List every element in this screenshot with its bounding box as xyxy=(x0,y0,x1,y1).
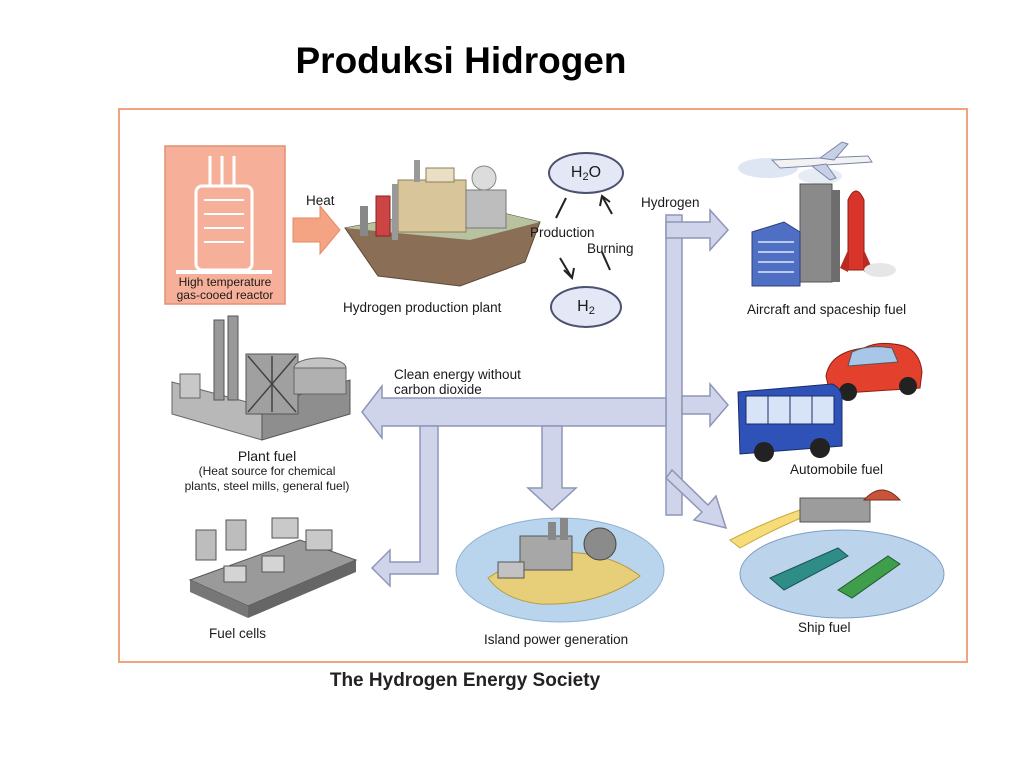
aircraft-label: Aircraft and spaceship fuel xyxy=(747,302,907,317)
production-label: Production xyxy=(530,225,595,240)
ship-label: Ship fuel xyxy=(798,620,851,635)
reactor-label: High temperature gas-cooed reactor xyxy=(166,276,284,302)
cycle-arrows xyxy=(555,194,613,281)
reactor-label-line2: gas-cooed reactor xyxy=(176,288,274,302)
burning-label: Burning xyxy=(587,241,634,256)
plantfuel-desc1: (Heat source for chemical xyxy=(198,464,336,478)
island-illustration xyxy=(455,517,665,623)
arrow-to-island xyxy=(526,425,578,512)
island-label: Island power generation xyxy=(484,632,629,647)
clean-energy-line2: carbon dioxide xyxy=(394,382,482,397)
arrow-to-aircraft xyxy=(665,208,730,252)
flow-arrows xyxy=(361,208,730,588)
plantfuel-label-block: Plant fuel (Heat source for chemical pla… xyxy=(160,449,374,494)
plant-label: Hydrogen production plant xyxy=(343,300,502,315)
clean-energy-label: Clean energy without carbon dioxide xyxy=(394,367,521,397)
hydrogen-label: Hydrogen xyxy=(641,195,700,210)
h2o-sub: 2 xyxy=(582,171,589,183)
hydrogen-trunk xyxy=(665,214,683,516)
h2-sub: 2 xyxy=(588,305,595,317)
factory-illustration xyxy=(171,315,351,441)
plantfuel-desc2: plants, steel mills, general fuel) xyxy=(184,479,350,493)
page-title: Produksi Hidrogen xyxy=(295,40,627,81)
clean-energy-line1: Clean energy without xyxy=(394,367,521,382)
fuelcells-illustration xyxy=(188,517,358,618)
reactor-label-line1: High temperature xyxy=(178,275,272,289)
heat-arrow xyxy=(292,204,341,256)
arrow-to-plant-fuel xyxy=(361,383,667,441)
ship-illustration xyxy=(729,489,945,619)
arrow-to-automobile xyxy=(681,381,729,429)
h2o-tail: O xyxy=(588,164,602,181)
production-plant-illustration xyxy=(344,160,541,287)
aircraft-spaceship-illustration xyxy=(738,141,896,287)
h2o-main: H xyxy=(570,164,583,181)
diagram-caption: The Hydrogen Energy Society xyxy=(329,670,601,691)
reactor-illustration xyxy=(164,145,286,305)
h2-main: H xyxy=(577,298,589,315)
vehicles-illustration xyxy=(737,342,923,462)
arrow-to-fuel-cells xyxy=(370,425,439,588)
plantfuel-label: Plant fuel xyxy=(237,448,297,464)
heat-label: Heat xyxy=(306,193,335,208)
arrow-to-ship xyxy=(664,468,728,530)
fuelcells-label: Fuel cells xyxy=(209,626,267,641)
h2o-molecule: H2O xyxy=(548,152,624,194)
h2-molecule: H2 xyxy=(550,286,622,328)
automobile-label: Automobile fuel xyxy=(790,462,884,477)
